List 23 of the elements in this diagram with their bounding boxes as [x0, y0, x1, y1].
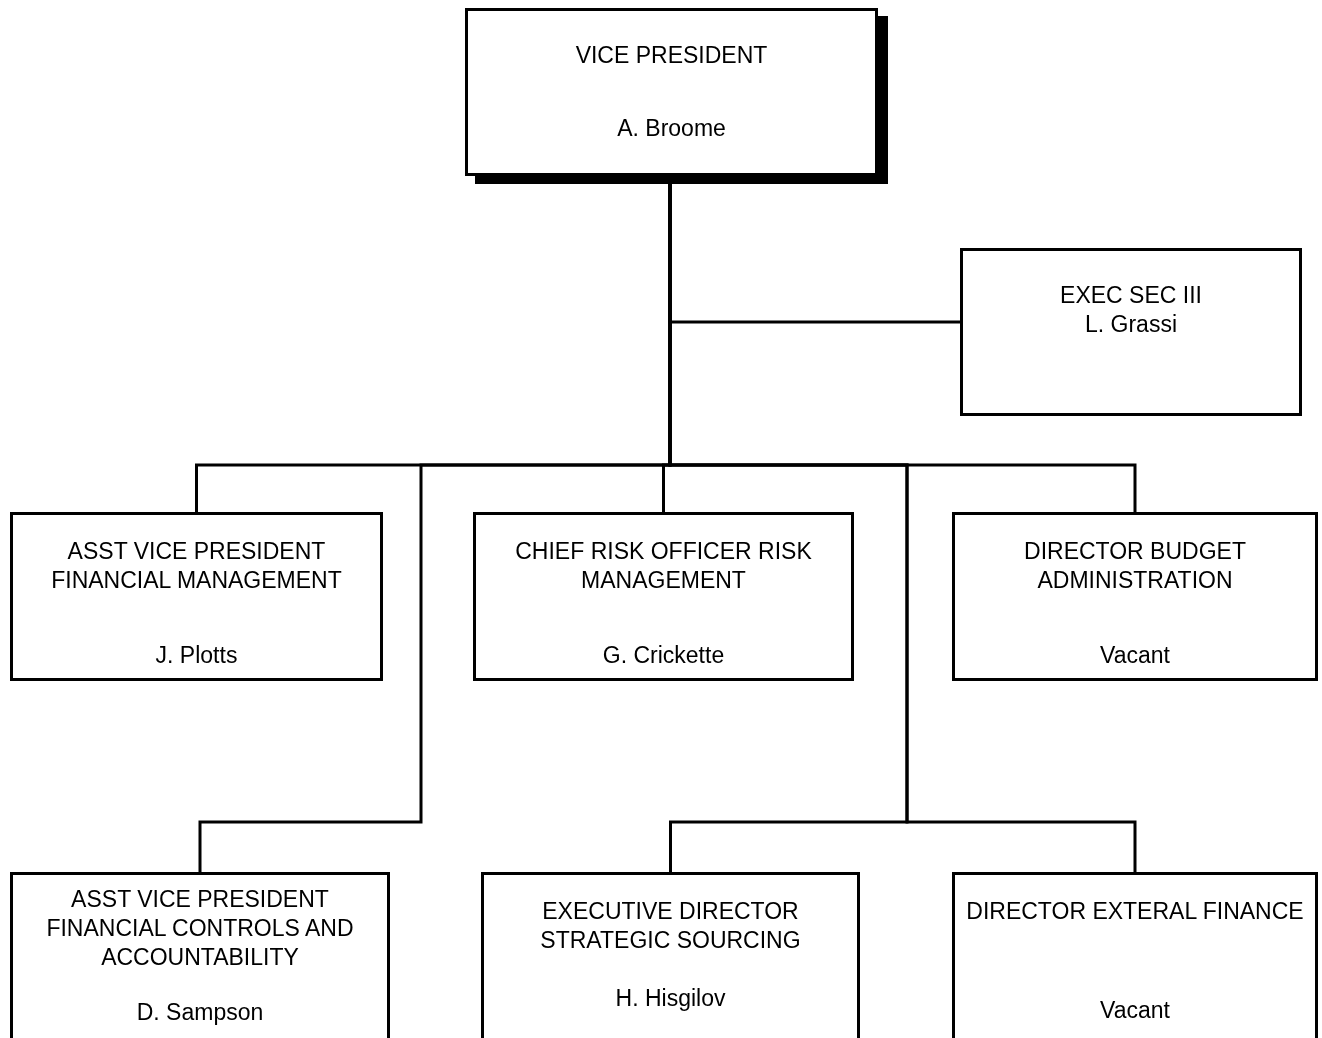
position-title: ASST VICE PRESIDENT FINANCIAL MANAGEMENT — [50, 537, 343, 595]
person-name: Vacant — [1100, 641, 1170, 670]
person-name: G. Crickette — [602, 641, 725, 670]
person-name: J. Plotts — [155, 641, 238, 670]
org-box — [10, 872, 390, 1038]
person-name: L. Grassi — [1085, 310, 1177, 339]
person-name: A. Broome — [617, 114, 726, 143]
position-title: EXECUTIVE DIRECTOR STRATEGIC SOURCING — [539, 897, 802, 955]
position-title: EXEC SEC III — [1060, 281, 1202, 310]
position-title: ASST VICE PRESIDENT FINANCIAL CONTROLS AND ACCOUNTABILITY — [45, 885, 355, 972]
org-box — [960, 248, 1302, 416]
position-title: VICE PRESIDENT — [575, 41, 768, 70]
person-name: H. Hisgilov — [615, 984, 726, 1013]
org-box — [952, 872, 1318, 1038]
position-title: DIRECTOR BUDGET ADMINISTRATION — [1023, 537, 1247, 595]
person-name: D. Sampson — [136, 998, 264, 1027]
org-box — [10, 512, 383, 681]
position-title: DIRECTOR EXTERAL FINANCE — [966, 897, 1304, 926]
org-box — [473, 512, 854, 681]
org-box — [481, 872, 860, 1038]
org-box — [952, 512, 1318, 681]
person-name: Vacant — [1100, 996, 1170, 1025]
position-title: CHIEF RISK OFFICER RISK MANAGEMENT — [514, 537, 813, 595]
